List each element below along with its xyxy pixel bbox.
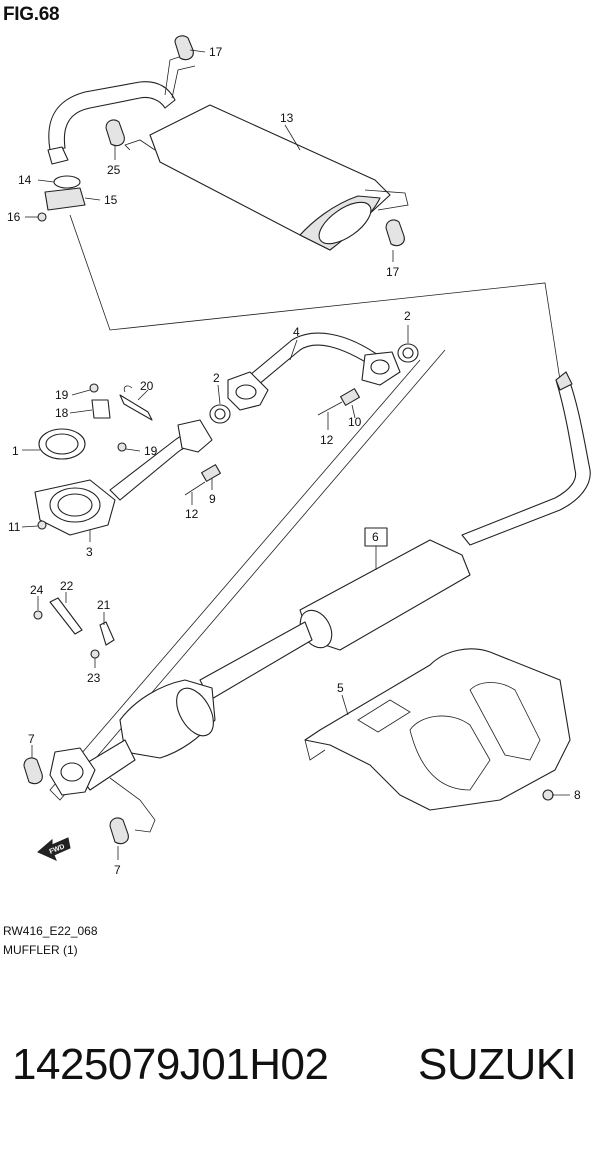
center-muffler-pipe[interactable]: [49, 371, 591, 796]
callout-1: 1: [12, 444, 19, 458]
callout-5: 5: [337, 681, 344, 695]
callout-18: 18: [55, 406, 69, 420]
rubber-hanger-top[interactable]: [174, 35, 194, 61]
leader-lines: [21, 49, 570, 860]
assembly-outline-upper: [69, 214, 561, 381]
callout-15: 15: [104, 193, 118, 207]
callout-2-left: 2: [213, 371, 220, 385]
figure-section-name: MUFFLER (1): [3, 943, 78, 957]
exhaust-parts-diagram: FWD: [7, 35, 591, 877]
callout-2-right: 2: [404, 309, 411, 323]
bracket-bolt-bottom[interactable]: [117, 442, 127, 452]
callout-23: 23: [87, 671, 101, 685]
mounting-bracket-small[interactable]: [99, 621, 115, 646]
callout-9: 9: [209, 492, 216, 506]
exhaust-gasket-hole: [45, 433, 79, 455]
callout-25: 25: [107, 163, 121, 177]
heat-shield-nut[interactable]: [542, 789, 554, 801]
callout-17-right: 17: [386, 265, 400, 279]
callout-12-right: 12: [320, 433, 334, 447]
forward-direction-arrow: FWD: [37, 837, 71, 861]
callout-17-top: 17: [209, 45, 223, 59]
bolt-lower[interactable]: [184, 481, 206, 496]
gasket-right-hole: [402, 347, 414, 359]
spring-lower[interactable]: [201, 464, 221, 482]
hanger-rod: [109, 777, 156, 833]
spring-upper[interactable]: [340, 388, 360, 406]
rubber-hanger-right[interactable]: [385, 219, 405, 247]
callout-6: 6: [372, 530, 379, 544]
callout-13: 13: [280, 111, 294, 125]
callout-16: 16: [7, 210, 21, 224]
callout-12-left: 12: [185, 507, 199, 521]
heat-shield[interactable]: [304, 648, 571, 811]
brand-name: SUZUKI: [418, 1040, 577, 1089]
callout-labels: 17 13 25 14 15 16 17 4 2 2 19 20 18 10 1…: [7, 45, 581, 877]
clamp-bolt[interactable]: [37, 212, 47, 222]
assembly-outline-lower: [49, 349, 446, 801]
callout-7-left: 7: [28, 732, 35, 746]
oxygen-sensor[interactable]: [119, 394, 153, 421]
bracket-bolt-top[interactable]: [89, 383, 99, 393]
bracket-bolt-left[interactable]: [33, 610, 43, 620]
front-exhaust-pipe[interactable]: [34, 419, 213, 536]
part-number: 1425079J01H02: [12, 1040, 329, 1089]
rear-muffler[interactable]: [47, 54, 409, 252]
bolt-upper[interactable]: [317, 401, 343, 416]
mounting-bracket-long[interactable]: [49, 597, 83, 635]
rubber-hanger-front[interactable]: [23, 757, 43, 785]
callout-20: 20: [140, 379, 154, 393]
pipe-clamp[interactable]: [44, 187, 86, 211]
manifold-nut[interactable]: [37, 520, 47, 530]
callout-8: 8: [574, 788, 581, 802]
callout-3: 3: [86, 545, 93, 559]
callout-19-top: 19: [55, 388, 69, 402]
bracket-bolt-lower[interactable]: [90, 649, 100, 659]
callout-4: 4: [293, 325, 300, 339]
callout-7-bottom: 7: [114, 863, 121, 877]
figure-title: FIG.68: [3, 4, 60, 25]
rubber-hanger-rear[interactable]: [109, 817, 129, 845]
figure-reference-code: RW416_E22_068: [3, 924, 98, 938]
callout-22: 22: [60, 579, 74, 593]
callout-21: 21: [97, 598, 111, 612]
gasket-ring[interactable]: [53, 175, 81, 189]
center-pipe[interactable]: [227, 332, 401, 411]
callout-14: 14: [18, 173, 32, 187]
rubber-hanger-middle[interactable]: [105, 119, 125, 147]
footer-bar: 1425079J01H02 SUZUKI: [0, 1040, 600, 1100]
sensor-bracket[interactable]: [91, 399, 111, 419]
callout-10: 10: [348, 415, 362, 429]
callout-24: 24: [30, 583, 44, 597]
gasket-left-hole: [214, 408, 226, 420]
callout-11: 11: [8, 520, 21, 534]
callout-19-bottom: 19: [144, 444, 158, 458]
